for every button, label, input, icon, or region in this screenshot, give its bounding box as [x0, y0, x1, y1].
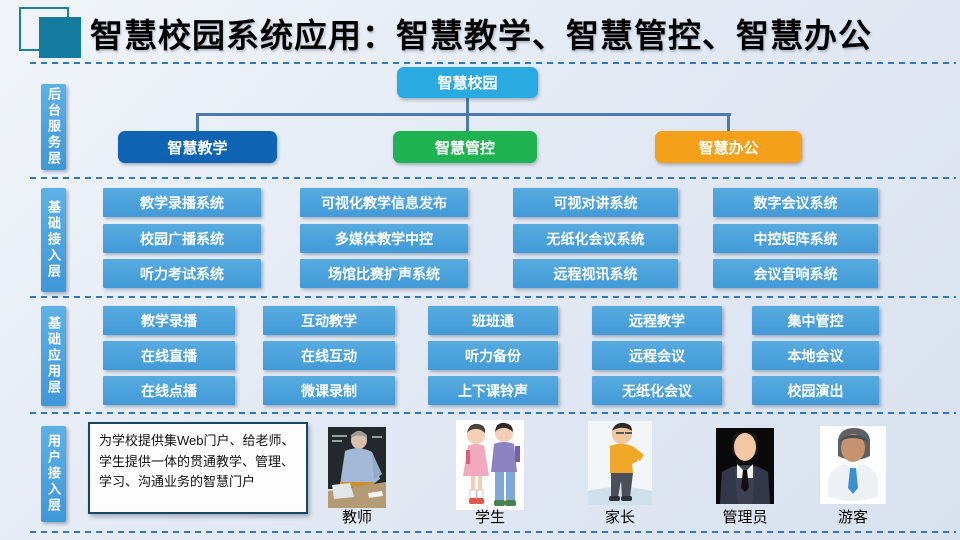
layer-label-basic-application: 基础应用层	[41, 306, 66, 406]
parent-icon	[588, 421, 652, 505]
section-divider	[30, 177, 956, 179]
application-item: 微课录制	[263, 376, 395, 405]
application-item: 在线点播	[103, 376, 235, 405]
layer-label-backend-service: 后台服务层	[41, 84, 66, 170]
org-node-smart-teaching: 智慧教学	[118, 131, 277, 163]
teacher-icon	[328, 427, 386, 508]
access-item: 听力考试系统	[103, 259, 261, 288]
access-item: 远程视讯系统	[513, 259, 678, 288]
role-label-teacher: 教师	[341, 508, 372, 526]
access-item: 场馆比赛扩声系统	[300, 259, 468, 288]
teacher-figure	[328, 427, 386, 508]
access-item: 可视化教学信息发布	[300, 188, 468, 217]
application-item: 教学录播	[103, 306, 235, 335]
org-node-smart-office: 智慧办公	[655, 131, 802, 163]
application-item: 集中管控	[752, 306, 879, 335]
visitor-icon	[820, 426, 886, 504]
access-item: 数字会议系统	[713, 188, 878, 217]
application-item: 互动教学	[263, 306, 395, 335]
access-item: 多媒体教学中控	[300, 224, 468, 253]
access-item: 可视对讲系统	[513, 188, 678, 217]
user-layer-description: 为学校提供集Web门户、给老师、学生提供一体的贯通教学、管理、学习、沟通业务的智…	[88, 422, 308, 514]
connector-line	[196, 113, 199, 131]
application-item: 校园演出	[752, 376, 879, 405]
visitor-figure	[820, 426, 886, 504]
role-label-visitor: 游客	[837, 508, 868, 526]
access-item: 校园广播系统	[103, 224, 261, 253]
application-item: 班班通	[428, 306, 558, 335]
org-node-smart-control: 智慧管控	[393, 131, 537, 163]
access-item: 无纸化会议系统	[513, 224, 678, 253]
connector-line	[466, 98, 469, 115]
access-item: 中控矩阵系统	[713, 224, 878, 253]
application-item: 远程教学	[592, 306, 722, 335]
section-divider	[30, 412, 956, 414]
page-title: 智慧校园系统应用：智慧教学、智慧管控、智慧办公	[90, 17, 872, 54]
application-item: 无纸化会议	[592, 376, 722, 405]
layer-label-user-access: 用户接入层	[41, 426, 66, 522]
access-item: 教学录播系统	[103, 188, 261, 217]
admin-icon	[716, 428, 774, 504]
role-label-parent: 家长	[604, 508, 635, 526]
org-node-smart-campus: 智慧校园	[397, 67, 538, 98]
application-item: 在线直播	[103, 341, 235, 370]
connector-line	[466, 113, 469, 131]
students-icon	[456, 420, 524, 510]
title-filled-square-icon	[39, 17, 81, 58]
admin-figure	[716, 428, 774, 504]
section-divider	[30, 296, 956, 298]
layer-label-basic-access: 基础接入层	[41, 188, 66, 292]
application-item: 在线互动	[263, 341, 395, 370]
connector-line	[727, 113, 730, 131]
section-divider	[30, 531, 956, 533]
role-label-student: 学生	[474, 508, 505, 526]
access-item: 会议音响系统	[713, 259, 878, 288]
application-item: 本地会议	[752, 341, 879, 370]
application-item: 听力备份	[428, 341, 558, 370]
connector-line	[196, 113, 731, 116]
parent-figure	[588, 421, 652, 505]
application-item: 上下课铃声	[428, 376, 558, 405]
application-item: 远程会议	[592, 341, 722, 370]
role-label-admin: 管理员	[722, 508, 768, 526]
students-figure	[456, 420, 524, 510]
section-divider	[30, 62, 956, 64]
